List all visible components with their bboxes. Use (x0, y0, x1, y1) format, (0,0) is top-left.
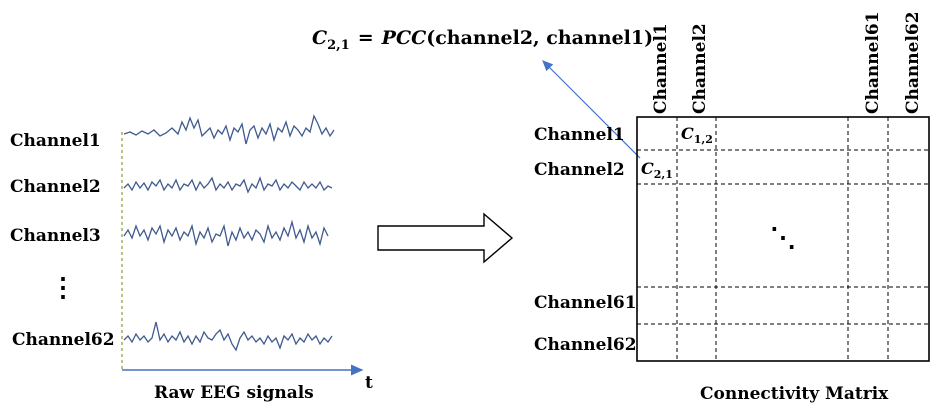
formula-lhs-subscript: 2,1 (327, 38, 350, 53)
matrix-row-header-61: Channel61 (534, 293, 637, 313)
signal-trace-channel3 (123, 219, 329, 247)
matrix-ellipsis: ⋱ (770, 223, 796, 253)
raw-ellipsis: ⋮ (50, 273, 76, 303)
matrix-row-header-2: Channel2 (534, 160, 625, 180)
formula-lhs: C (312, 27, 327, 49)
matrix-col-header-2: Channel2 (690, 23, 710, 114)
transform-arrow (377, 212, 514, 264)
raw-signals-caption: Raw EEG signals (154, 383, 314, 403)
matrix-grid (637, 117, 929, 361)
matrix-col-header-61: Channel61 (863, 11, 883, 114)
raw-channel-label-3: Channel3 (10, 226, 101, 246)
matrix-row-header-62: Channel62 (534, 335, 637, 355)
cell-c21: C2,1 (641, 159, 673, 181)
pointer-arrow (542, 60, 641, 159)
cell-c12: C1,2 (681, 124, 713, 146)
raw-channel-label-62: Channel62 (12, 330, 115, 350)
matrix-row-header-1: Channel1 (534, 125, 625, 145)
signal-trace-channel62 (123, 321, 333, 352)
signal-trace-channel1 (123, 114, 335, 145)
formula-args: (channel2, channel1) (426, 27, 653, 49)
formula-func: PCC (381, 27, 427, 49)
time-axis-label: t (365, 373, 373, 393)
matrix-outline (636, 116, 930, 362)
raw-channel-label-1: Channel1 (10, 131, 101, 151)
formula-equals: = (358, 27, 374, 49)
matrix-col-header-62: Channel62 (903, 11, 923, 114)
raw-channel-label-2: Channel2 (10, 177, 101, 197)
matrix-caption: Connectivity Matrix (700, 384, 889, 404)
signal-trace-channel2 (123, 176, 333, 194)
formula: C2,1 = PCC(channel2, channel1) (312, 27, 653, 53)
matrix-col-header-1: Channel1 (651, 23, 671, 114)
